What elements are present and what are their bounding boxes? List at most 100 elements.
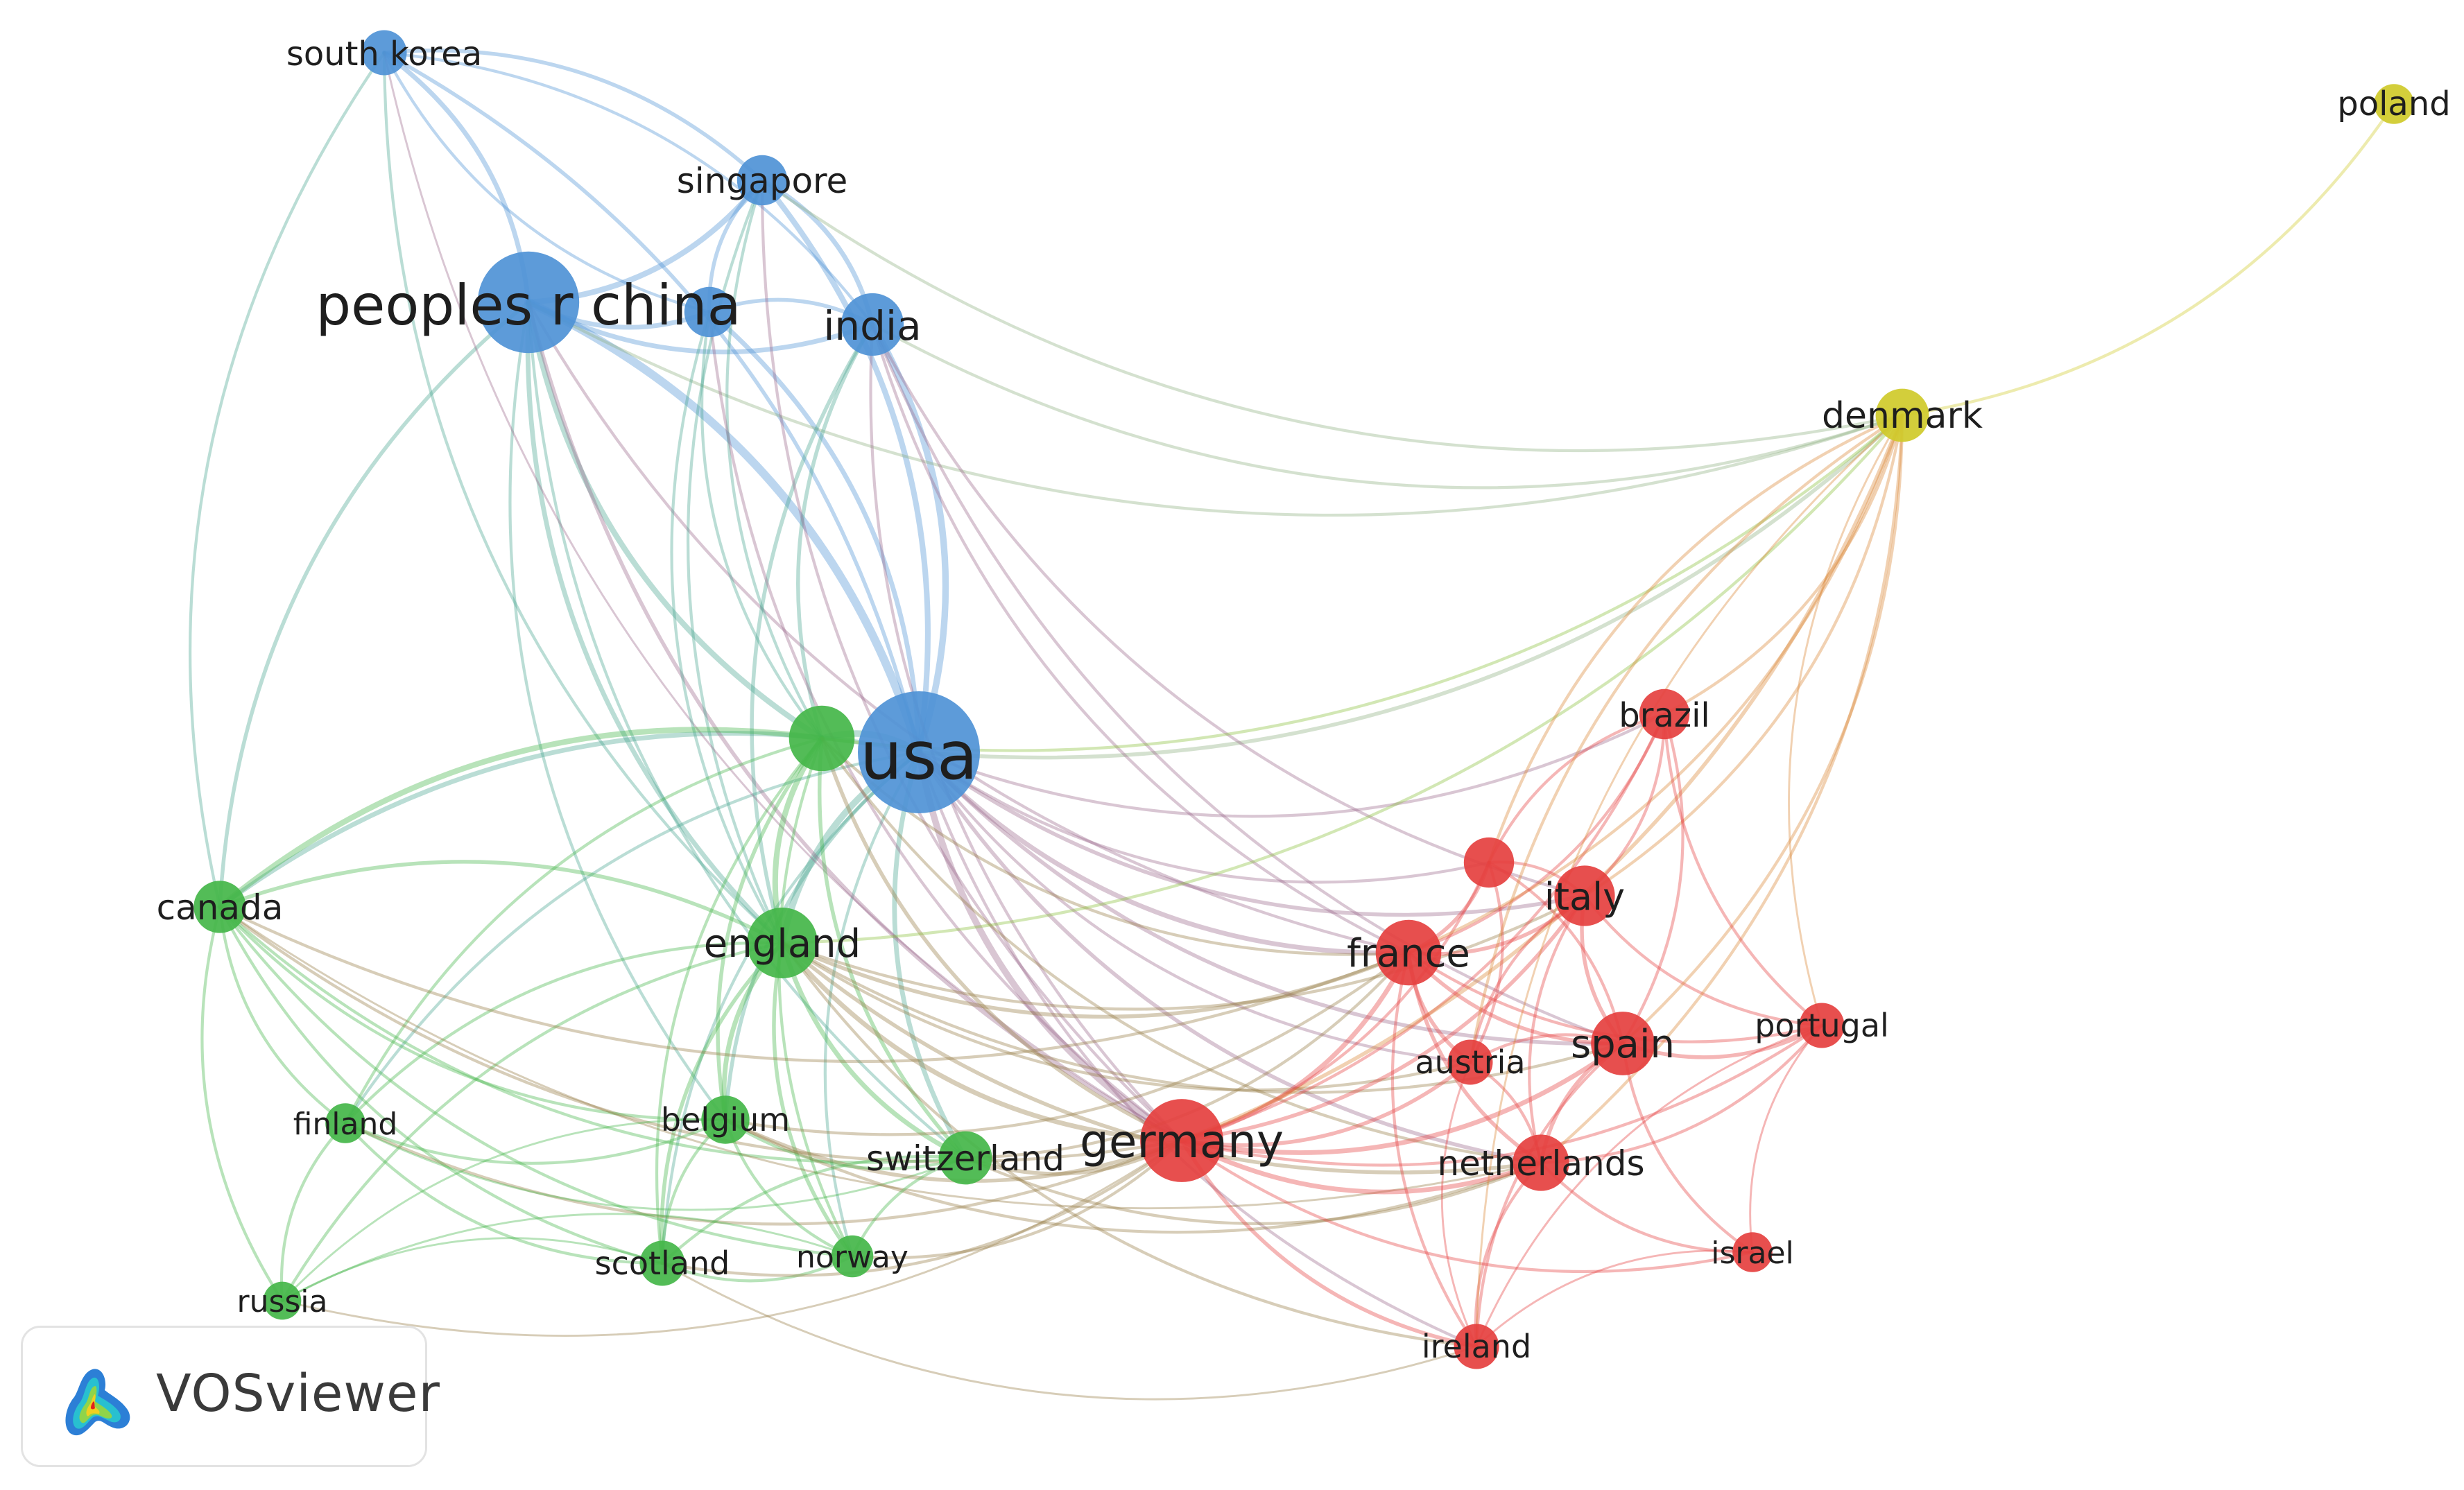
node-india[interactable] — [841, 293, 904, 356]
link-scotland-germany — [660, 1138, 1184, 1277]
node-singapore[interactable] — [736, 155, 788, 206]
node-switzerland[interactable] — [938, 1131, 992, 1185]
link-germany-spain — [1179, 1041, 1626, 1155]
link-india-england — [750, 322, 875, 945]
link-england-france — [780, 941, 1411, 1019]
node-italy[interactable] — [1554, 865, 1615, 926]
label-norway: norway — [796, 1240, 908, 1275]
link-england-spain — [780, 941, 1625, 1094]
node-finland[interactable] — [325, 1103, 365, 1143]
node-ireland[interactable] — [1454, 1324, 1499, 1369]
link-belgium-russia — [281, 1118, 727, 1302]
link-denmark-portugal — [1788, 414, 1904, 1027]
link-usa-france — [916, 750, 1411, 955]
node-usa[interactable] — [858, 691, 980, 813]
link-canada-russia — [200, 905, 284, 1303]
link-usa-south-korea — [382, 51, 921, 754]
link-green-unlabeled-germany — [820, 736, 1184, 1143]
label-usa: usa — [860, 717, 978, 795]
link-germany-france — [1179, 950, 1411, 1143]
node-netherlands[interactable] — [1513, 1134, 1569, 1191]
link-india-denmark — [870, 322, 1904, 490]
label-singapore: singapore — [677, 161, 848, 201]
label-germany: germany — [1080, 1115, 1284, 1168]
link-south-korea-blue-unlabeled — [382, 51, 712, 314]
node-red-unlabeled[interactable] — [1463, 837, 1515, 888]
link-switzerland-scotland — [660, 1154, 967, 1265]
link-spain-ireland — [1474, 1041, 1625, 1349]
link-peoples-r-china-canada — [218, 300, 531, 909]
node-poland[interactable] — [2374, 84, 2414, 124]
link-south-korea-germany — [383, 51, 1183, 1142]
node-austria[interactable] — [1447, 1039, 1493, 1085]
link-usa-scotland — [660, 750, 921, 1265]
link-england-norway — [772, 941, 854, 1258]
link-denmark-red-unlabeled — [1487, 413, 1904, 865]
link-belgium-france — [723, 951, 1411, 1136]
link-denmark-austria — [1468, 413, 1904, 1064]
node-brazil[interactable] — [1639, 688, 1690, 740]
link-blue-unlabeled-germany — [707, 310, 1184, 1143]
link-usa-denmark — [917, 413, 1904, 760]
node-russia[interactable] — [263, 1281, 302, 1320]
node-green-unlabeled[interactable] — [789, 705, 855, 772]
link-scotland-russia — [281, 1237, 664, 1302]
link-switzerland-netherlands — [963, 1156, 1543, 1225]
link-peoples-r-china-switzerland — [526, 300, 967, 1160]
label-spain: spain — [1571, 1022, 1675, 1067]
link-france-denmark — [1406, 413, 1904, 955]
node-germany[interactable] — [1140, 1099, 1223, 1182]
label-israel: israel — [1711, 1236, 1794, 1271]
link-canada-belgium — [218, 905, 727, 1122]
node-france[interactable] — [1375, 919, 1442, 986]
link-england-switzerland — [779, 940, 968, 1161]
link-brazil-portugal — [1662, 712, 1824, 1028]
link-singapore-germany — [760, 178, 1184, 1143]
link-england-denmark — [780, 413, 1904, 945]
link-usa-norway — [823, 750, 921, 1258]
node-belgium[interactable] — [701, 1095, 750, 1144]
node-israel[interactable] — [1732, 1232, 1773, 1272]
link-south-korea-england — [382, 51, 784, 945]
label-russia: russia — [236, 1284, 327, 1319]
node-canada[interactable] — [193, 881, 246, 933]
vosviewer-logo-icon — [65, 1369, 130, 1436]
label-canada: canada — [157, 887, 284, 928]
link-canada-germany — [218, 905, 1184, 1163]
link-belgium-norway — [723, 1118, 854, 1258]
link-green-unlabeled-finland — [343, 736, 824, 1125]
node-norway[interactable] — [831, 1235, 874, 1278]
link-peoples-r-china-belgium — [508, 300, 727, 1122]
link-canada-scotland — [218, 905, 664, 1265]
node-peoples-r-china[interactable] — [477, 251, 580, 354]
link-india-south-korea — [382, 51, 875, 327]
node-spain[interactable] — [1591, 1012, 1655, 1075]
node-scotland[interactable] — [639, 1240, 685, 1286]
link-brazil-red-unlabeled — [1487, 712, 1666, 865]
node-denmark[interactable] — [1875, 388, 1929, 442]
link-south-korea-canada — [189, 51, 386, 909]
node-england[interactable] — [747, 908, 818, 978]
label-ireland: ireland — [1422, 1328, 1531, 1365]
node-blue-unlabeled[interactable] — [684, 286, 735, 338]
link-peoples-r-china-england — [525, 300, 785, 946]
link-austria-ireland — [1440, 1061, 1478, 1348]
label-austria: austria — [1415, 1043, 1525, 1081]
link-finland-russia — [279, 1121, 347, 1303]
link-canada-norway — [218, 905, 854, 1258]
link-austria-red-unlabeled — [1468, 860, 1504, 1064]
link-switzerland-france — [963, 951, 1411, 1160]
link-india-spain — [870, 322, 1625, 1046]
link-finland-switzerland — [344, 1122, 967, 1211]
link-usa-finland — [343, 750, 921, 1125]
node-south-korea[interactable] — [361, 30, 407, 76]
link-usa-italy — [917, 750, 1587, 917]
link-germany-austria — [1180, 1060, 1472, 1147]
label-south-korea: south korea — [286, 35, 482, 73]
label-scotland: scotland — [595, 1245, 730, 1282]
label-portugal: portugal — [1755, 1007, 1889, 1044]
node-portugal[interactable] — [1799, 1003, 1845, 1048]
link-usa-singapore — [759, 177, 931, 756]
link-green-unlabeled-netherlands — [820, 736, 1543, 1165]
